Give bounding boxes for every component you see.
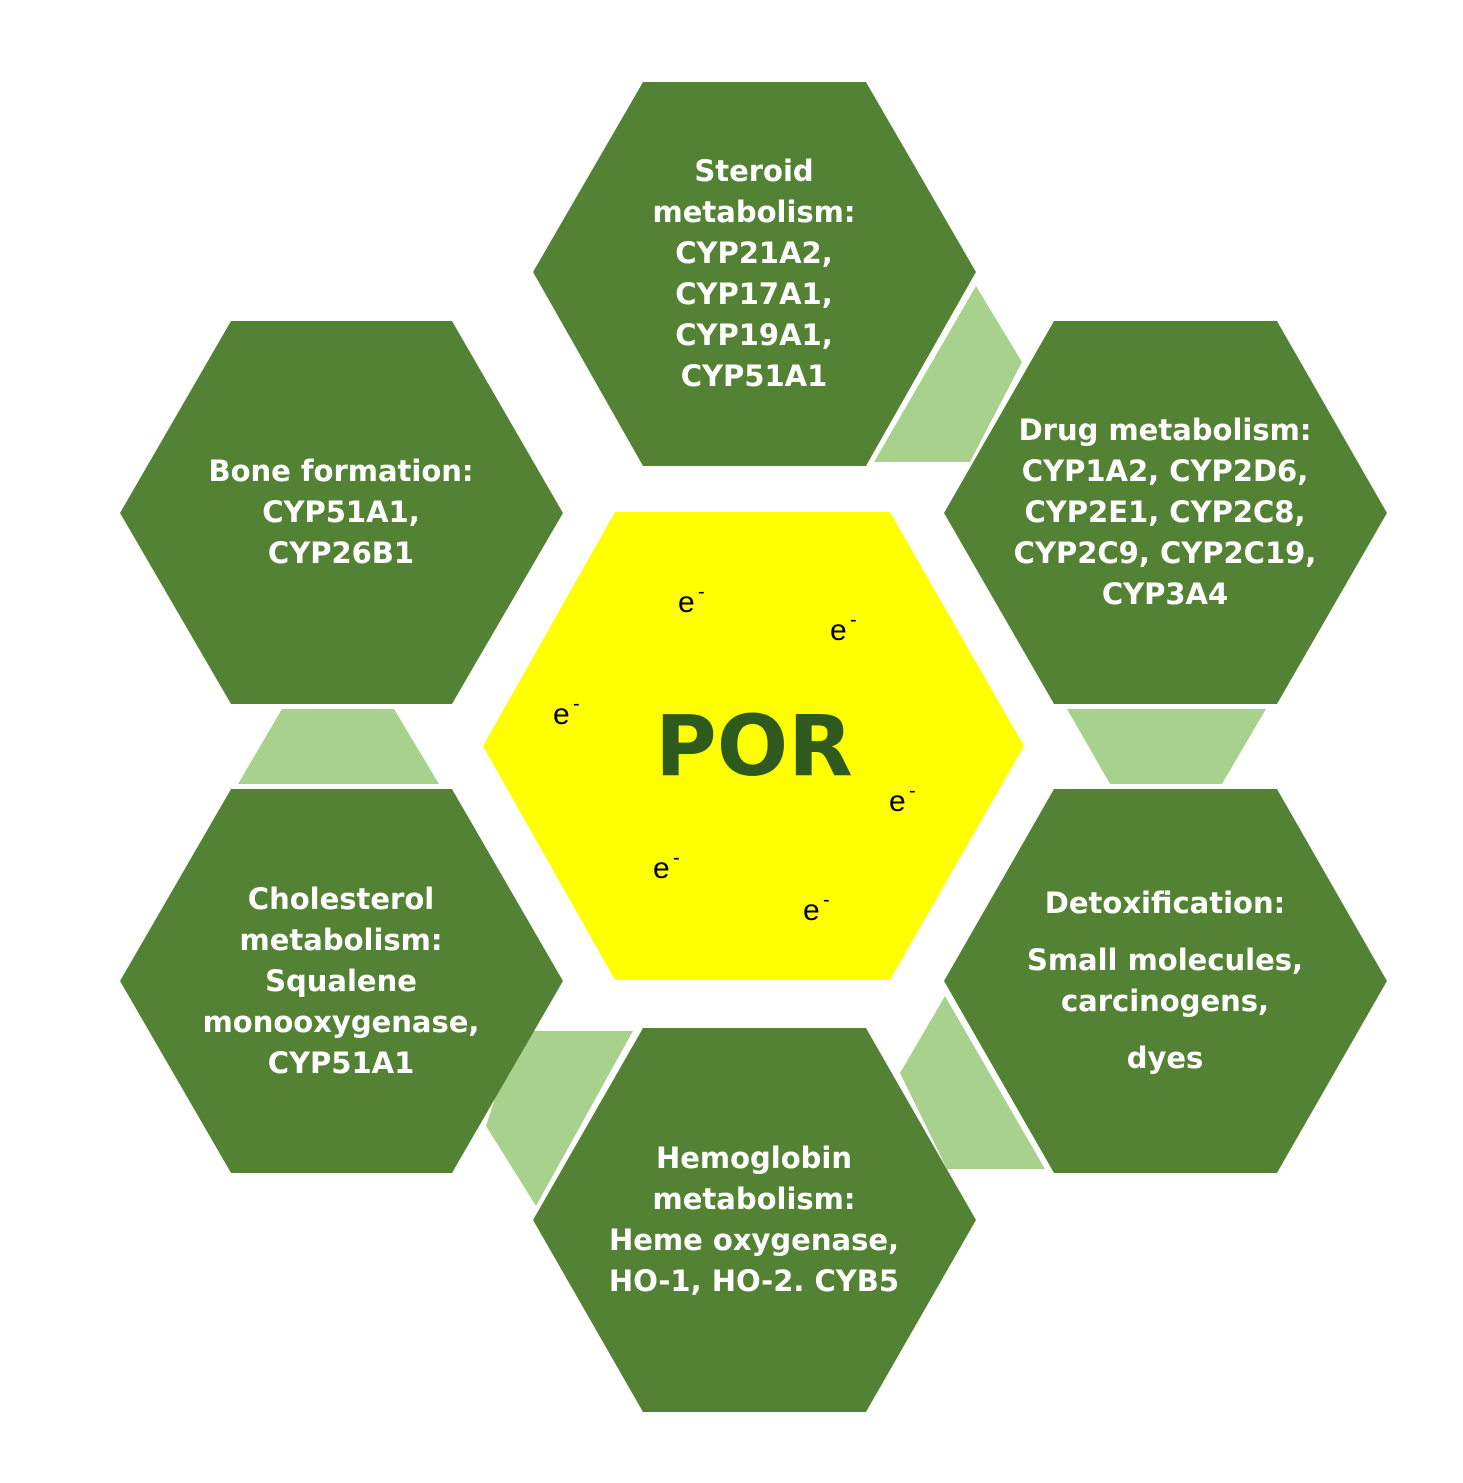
svg-text:-: - — [673, 847, 680, 869]
svg-text:CYP2E1, CYP2C8,: CYP2E1, CYP2C8, — [1024, 495, 1305, 529]
electron: e - — [830, 609, 857, 647]
svg-text:Squalene: Squalene — [265, 964, 417, 998]
hexagon-bone — [120, 321, 563, 704]
electron: e - — [889, 780, 916, 818]
svg-text:Heme oxygenase,: Heme oxygenase, — [609, 1223, 899, 1257]
hexagon-detox — [944, 789, 1387, 1173]
svg-text:CYP19A1,: CYP19A1, — [675, 318, 833, 352]
connector-detox-hemoglobin — [900, 996, 1045, 1169]
steroid-metabolism-label: Steroid metabolism: CYP21A2, CYP17A1, CY… — [653, 154, 856, 393]
electron: e - — [678, 581, 705, 619]
svg-text:e: e — [553, 698, 570, 731]
svg-text:CYP51A1: CYP51A1 — [268, 1046, 415, 1080]
connector-hemoglobin-cholesterol — [486, 1031, 633, 1206]
svg-text:e: e — [889, 785, 906, 818]
svg-text:Hemoglobin: Hemoglobin — [656, 1141, 852, 1175]
drug-metabolism-label: Drug metabolism: CYP1A2, CYP2D6, CYP2E1,… — [1014, 413, 1317, 611]
cholesterol-metabolism-label: Cholesterol metabolism: Squalene monooxy… — [203, 882, 480, 1080]
detoxification-label: Detoxification: Small molecules, carcino… — [1027, 886, 1303, 1075]
svg-text:metabolism:: metabolism: — [240, 923, 443, 957]
svg-text:-: - — [909, 780, 916, 802]
hexagon-drug — [944, 321, 1387, 704]
svg-text:CYP1A2, CYP2D6,: CYP1A2, CYP2D6, — [1022, 454, 1308, 488]
svg-text:HO-1, HO-2. CYB5: HO-1, HO-2. CYB5 — [609, 1264, 899, 1298]
svg-text:-: - — [823, 889, 830, 911]
connector-drug-detox — [1067, 709, 1266, 784]
svg-text:-: - — [850, 609, 857, 631]
svg-text:carcinogens,: carcinogens, — [1061, 984, 1269, 1018]
svg-text:CYP21A2,: CYP21A2, — [675, 236, 833, 270]
svg-text:metabolism:: metabolism: — [653, 195, 856, 229]
hemoglobin-metabolism-label: Hemoglobin metabolism: Heme oxygenase, H… — [609, 1141, 899, 1298]
svg-text:CYP26B1: CYP26B1 — [268, 536, 414, 570]
svg-text:Steroid: Steroid — [694, 154, 813, 188]
svg-text:CYP3A4: CYP3A4 — [1102, 577, 1228, 611]
svg-text:e: e — [653, 852, 670, 885]
connector-steroid-drug — [874, 286, 1022, 462]
electron: e - — [553, 693, 580, 731]
svg-text:Cholesterol: Cholesterol — [248, 882, 434, 916]
connector-cholesterol-bone — [238, 709, 439, 784]
svg-text:CYP51A1: CYP51A1 — [681, 359, 828, 393]
svg-text:Bone formation:: Bone formation: — [208, 454, 473, 488]
electron: e - — [653, 847, 680, 885]
svg-text:monooxygenase,: monooxygenase, — [203, 1005, 480, 1039]
svg-text:metabolism:: metabolism: — [653, 1182, 856, 1216]
svg-text:e: e — [803, 894, 820, 927]
hexagon-steroid — [533, 82, 976, 466]
svg-text:Detoxification:: Detoxification: — [1045, 886, 1285, 920]
hexagon-hemoglobin — [533, 1028, 976, 1412]
hexagon-cholesterol — [120, 789, 563, 1173]
bone-formation-label: Bone formation: CYP51A1, CYP26B1 — [208, 454, 473, 570]
svg-text:dyes: dyes — [1127, 1041, 1204, 1075]
por-title: POR — [655, 697, 853, 795]
hexagon-por-center — [483, 512, 1024, 980]
svg-text:CYP51A1,: CYP51A1, — [262, 495, 420, 529]
svg-text:CYP17A1,: CYP17A1, — [675, 277, 833, 311]
electron: e - — [803, 889, 830, 927]
svg-text:Small molecules,: Small molecules, — [1027, 943, 1303, 977]
svg-text:CYP2C9, CYP2C19,: CYP2C9, CYP2C19, — [1014, 536, 1317, 570]
svg-text:-: - — [698, 581, 705, 603]
svg-text:Drug metabolism:: Drug metabolism: — [1019, 413, 1312, 447]
svg-text:e: e — [678, 586, 695, 619]
svg-text:-: - — [573, 693, 580, 715]
svg-text:e: e — [830, 614, 847, 647]
